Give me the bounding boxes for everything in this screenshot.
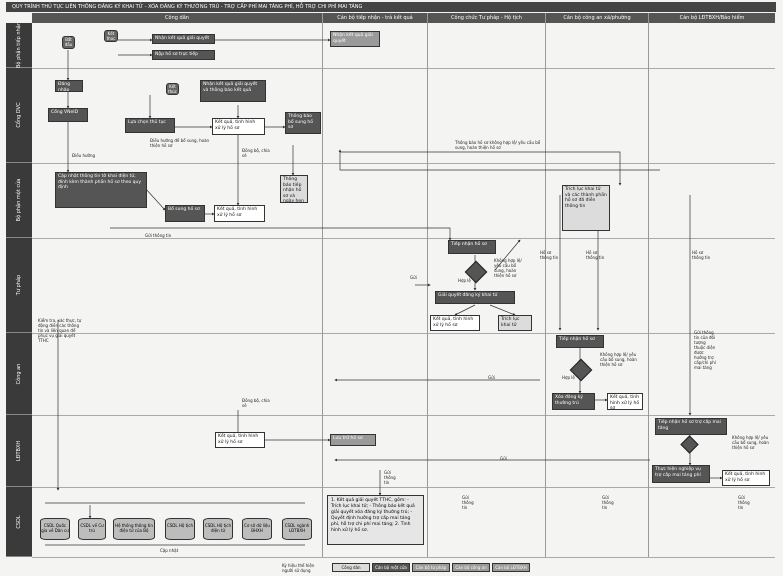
label-hs-1: Hồ sơ thông tin — [540, 250, 559, 260]
node-choose-procedure: Lựa chọn thủ tục — [125, 118, 175, 133]
lane-row — [32, 23, 775, 69]
node-result-3: Kết quả, tình hình xử lý hồ sơ — [430, 315, 480, 331]
legend-prefix: Ký hiệu thể hiện người sử dụng — [282, 563, 315, 573]
label-update: Cập nhật — [160, 548, 179, 553]
legend-one-stop: Cán bộ một cửa — [372, 563, 410, 572]
database-ministry: Hệ thống thông tin điện tử của Bộ — [113, 518, 155, 540]
label-valid-2: Hợp lệ — [562, 375, 575, 380]
node-login: Đăng nhập — [55, 80, 83, 92]
column-header-reception: Cán bộ tiếp nhận - trả kết quả — [323, 13, 427, 23]
node-notify-supplement: Thông báo bổ sung hồ sơ — [285, 112, 321, 134]
label-notify-supplement: Thông báo hồ sơ không hợp lệ/ yêu cầu bổ… — [455, 140, 541, 150]
node-receive-police: Tiếp nhận hồ sơ — [556, 335, 604, 348]
node-result-4: Kết quả, tình hình xử lý hồ sơ — [607, 393, 643, 410]
node-process-police: Xóa đăng ký thường trú — [552, 393, 595, 410]
end-node-mid: Kết thúc — [166, 83, 179, 95]
column-header-labour: Cán bộ LĐTBXH/Bảo hiểm — [649, 13, 775, 23]
lane-reception: Bộ phận tiếp nhận — [6, 22, 32, 68]
label-send-info-2: Gửi thông tin — [384, 470, 396, 485]
node-receive-labour: Tiếp nhận hồ sơ trợ cấp mai táng — [655, 418, 727, 435]
page-title: QUY TRÌNH THỦ TỤC LIÊN THÔNG ĐĂNG KÝ KHA… — [6, 2, 776, 12]
node-notify-appointment: Thông báo tiếp nhận hồ sơ và ngày hẹn tr… — [280, 175, 308, 203]
label-invalid-3: Không hợp lệ/ yêu cầu bổ sung, hoàn thiệ… — [732, 435, 769, 450]
node-process-labour: Thực hiện nghiệp vụ trợ cấp mai táng phí — [652, 465, 710, 483]
lane-row — [32, 163, 775, 239]
label-send-info: Gửi thông tin — [145, 233, 172, 238]
database-civil-status-e: CSDL Hộ tịch điện tử — [203, 518, 233, 540]
node-submit-direct: Nộp hồ sơ trực tiếp — [152, 50, 215, 60]
label-labour-send: Gửi thông tin của đối tượng thuộc diện đ… — [694, 330, 716, 370]
lane-labour: LĐTBXH — [6, 415, 32, 487]
node-supplement: Bổ sung hồ sơ — [165, 205, 205, 222]
label-sync-2: Đồng bộ, chia sẻ — [242, 398, 270, 408]
label-valid: Hợp lệ — [458, 278, 471, 283]
label-guide: Điều hướng — [72, 153, 96, 158]
label-send-2: Gửi — [488, 375, 495, 380]
node-receive-justice: Tiếp nhận hồ sơ — [448, 240, 496, 254]
column-divider — [545, 13, 546, 557]
label-hs-3: Hồ sơ thông tin — [692, 250, 711, 260]
label-invalid-2: Không hợp lệ/ yêu cầu bổ sung, hoàn thiệ… — [600, 352, 637, 367]
node-receive-result-top: Nhận kết quả giải quyết — [152, 34, 215, 44]
node-result-2: Kết quả, tình hình xử lý hồ sơ — [214, 205, 265, 222]
label-check: Kiểm tra, xác thực, tự động điền các thô… — [38, 318, 82, 343]
column-header-police: Cán bộ công an xã/phường — [546, 13, 648, 23]
database-insurance: Cơ sở dữ liệu BHXH — [242, 518, 272, 540]
label-supplement-guide: Điều hướng để bổ sung, hoàn thiện hồ sơ — [150, 138, 210, 148]
lane-database: CSDL — [6, 487, 32, 557]
lane-justice: Tư pháp — [6, 238, 32, 333]
node-final-result: 1. Kết quả giải quyết TTHC, gồm: - Trích… — [327, 495, 424, 545]
lane-police: Công an — [6, 333, 32, 415]
node-result-5: Kết quả, tình hình xử lý hồ sơ — [215, 432, 265, 448]
label-hs-2: Hồ sơ thông tin — [586, 250, 605, 260]
column-divider — [322, 13, 323, 557]
column-header-justice: Công chức Tư pháp - Hộ tịch — [428, 13, 545, 23]
legend-labour: Cán bộ LĐTBXH — [492, 563, 530, 572]
database-population: CSDL Quốc gia về Dân cư — [40, 518, 70, 540]
label-send-info-5: Gửi thông tin — [738, 495, 750, 510]
label-send-info-3: Gửi thông tin — [462, 495, 474, 510]
node-extract-2: Trích lục khai tử — [498, 315, 532, 331]
node-process-justice: Giải quyết đăng ký khai tử — [435, 291, 515, 304]
lane-row — [32, 333, 775, 416]
lane-row — [32, 487, 775, 558]
database-residence: CSDL về Cư trú — [78, 518, 106, 540]
lane-portal: Cổng DVC — [6, 68, 32, 163]
database-labour: CSDL ngành LĐTBXH — [282, 518, 312, 540]
legend-police: Cán bộ công an — [452, 563, 490, 572]
node-receive-notify: Nhận kết quả giải quyết và thông báo kết… — [200, 80, 266, 102]
label-send-3: Gửi — [500, 456, 507, 461]
node-result-6: Kết quả, tình hình xử lý hồ sơ — [722, 470, 770, 486]
label-invalid: Không hợp lệ/ yêu cầu bổ sung, hoàn thiệ… — [494, 258, 522, 278]
label-send: Gửi — [410, 275, 417, 280]
lane-one-stop: Bộ phận một cửa — [6, 163, 32, 238]
lane-row — [32, 238, 775, 334]
label-send-info-4: Gửi thông tin — [602, 495, 614, 510]
label-sync-1: Đồng bộ, chia sẻ — [242, 148, 270, 158]
lane-row — [32, 415, 775, 488]
node-result-1: Kết quả, tình hình xử lý hồ sơ — [212, 118, 265, 135]
legend-justice: Cán bộ tư pháp — [412, 563, 450, 572]
database-civil-status: CSDL Hộ tịch — [165, 518, 195, 540]
end-node-top: Kết thúc — [104, 30, 118, 42]
node-fill-form: Cập nhật thông tin tờ khai điện tử, đính… — [55, 172, 147, 208]
column-divider — [648, 13, 649, 557]
start-node: Bắt đầu — [62, 36, 75, 49]
node-notify-result: Nhận kết quả giải quyết — [330, 31, 380, 47]
node-extract-documents: Trích lục khai tử và các thành phần hồ s… — [562, 185, 610, 231]
lane-row — [32, 68, 775, 164]
node-archive: Lưu trữ hồ sơ — [330, 434, 376, 446]
legend-citizen: Công dân — [332, 563, 370, 572]
node-vneid: Cổng VNeID — [48, 108, 88, 122]
column-header-citizen: Công dân — [32, 13, 322, 23]
